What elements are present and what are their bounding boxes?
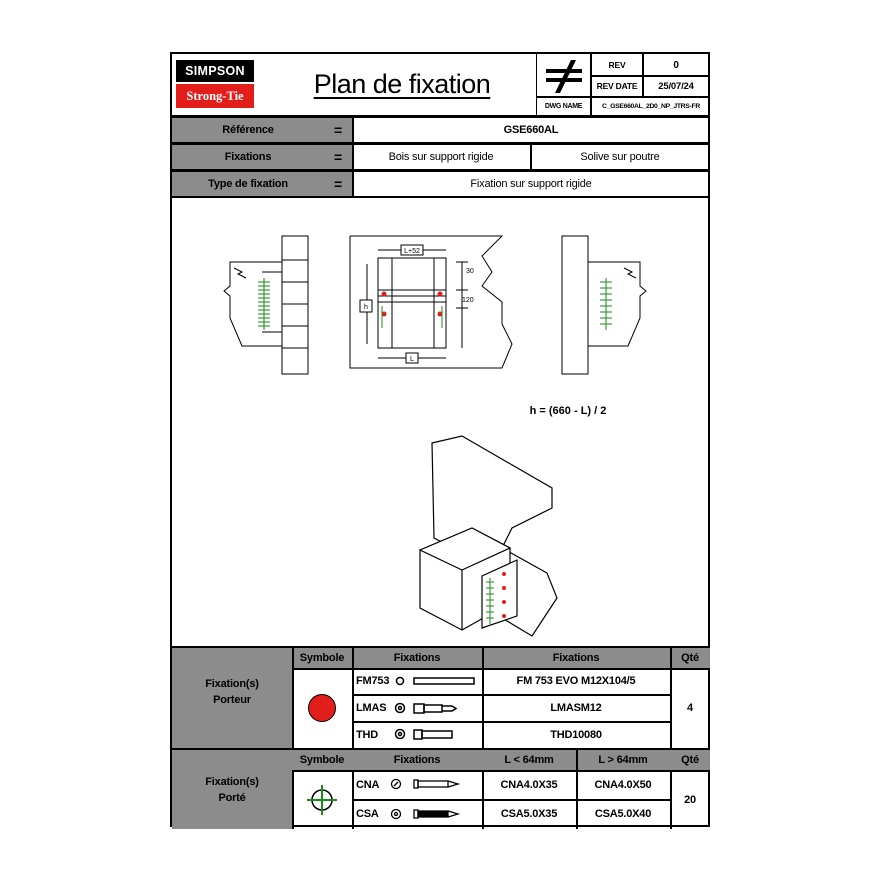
not-equal-icon bbox=[538, 56, 590, 96]
porteur-label-cell bbox=[172, 648, 292, 748]
drawing-sheet: SIMPSON Strong-Tie Plan de fixation REV … bbox=[170, 52, 710, 829]
dwg-name-label: DWG NAME bbox=[544, 102, 583, 110]
technical-drawing: L+52 30 120 h L h = (660 - L) / 2 bbox=[223, 235, 647, 637]
porteur-qty: 4 bbox=[687, 702, 693, 714]
porte-label-cell bbox=[172, 750, 292, 829]
rev-label: REV bbox=[608, 60, 626, 70]
title-block bbox=[536, 54, 710, 115]
porte-col-small: L < 64mm bbox=[482, 750, 576, 770]
porteur-code-1: FM753 bbox=[356, 675, 390, 687]
type-value: Fixation sur support rigide bbox=[470, 178, 592, 190]
porte-small-2: CSA5.0X35 bbox=[500, 808, 558, 820]
porteur-label: Fixation(s) bbox=[205, 678, 259, 690]
type-equals: = bbox=[324, 172, 352, 196]
porteur-product-2: LMASM12 bbox=[550, 701, 602, 714]
porteur-code-3: THD bbox=[356, 728, 379, 741]
dim-top: L+52 bbox=[404, 248, 420, 255]
porte-col-fixations: Fixations bbox=[352, 750, 482, 770]
porteur-symbol-cell bbox=[292, 668, 352, 748]
porte-col-symbol: Symbole bbox=[292, 750, 352, 770]
dim-30: 30 bbox=[466, 268, 474, 275]
porteur-col-fixations: Fixations bbox=[352, 648, 482, 668]
porteur-symbol-icon bbox=[308, 694, 336, 722]
porteur-code-2: LMAS bbox=[356, 701, 387, 714]
porte-small-1: CNA4.0X35 bbox=[500, 778, 558, 791]
reference-value: GSE660AL bbox=[503, 124, 559, 136]
type-label: Type de fixation bbox=[172, 172, 324, 196]
rev-date-value: 25/07/24 bbox=[658, 80, 694, 92]
logo-strong-tie: Strong-Tie bbox=[176, 84, 254, 108]
crosshair-icon bbox=[307, 784, 337, 815]
dwg-name-value: C_GSE660AL_2D0_NP_JTRS-FR bbox=[602, 102, 700, 110]
porte-code-2: CSA bbox=[356, 808, 379, 820]
logo-simpson: SIMPSON bbox=[176, 60, 254, 82]
porteur-product-1: FM 753 EVO M12X104/5 bbox=[516, 675, 636, 687]
dim-h: h bbox=[364, 304, 368, 311]
porteur-product-3: THD10080 bbox=[550, 728, 602, 741]
porteur-col-qty: Qté bbox=[670, 648, 710, 668]
fixations-label: Fixations bbox=[172, 145, 324, 169]
page-title: Plan de fixation bbox=[313, 68, 491, 99]
dim-120: 120 bbox=[462, 297, 474, 304]
porteur-label-2: Porteur bbox=[213, 694, 251, 706]
porte-label: Fixation(s) bbox=[205, 776, 259, 788]
reference-label: Référence bbox=[172, 118, 324, 142]
porte-col-qty: Qté bbox=[670, 750, 710, 770]
porteur-col-symbol: Symbole bbox=[292, 648, 352, 668]
anchor-icons bbox=[394, 676, 475, 740]
porte-label-2: Porté bbox=[218, 792, 246, 804]
reference-equals: = bbox=[324, 118, 352, 142]
porte-col-large: L > 64mm bbox=[576, 750, 670, 770]
rev-date-label: REV DATE bbox=[596, 81, 638, 91]
screw-icons bbox=[390, 778, 461, 820]
formula: h = (660 - L) / 2 bbox=[530, 405, 607, 417]
rev-value: 0 bbox=[673, 59, 679, 71]
fixations-value-1: Bois sur support rigide bbox=[388, 151, 494, 163]
porte-large-2: CSA5.0X40 bbox=[594, 808, 652, 820]
dim-L: L bbox=[410, 356, 414, 363]
porte-code-1: CNA bbox=[356, 778, 380, 791]
porte-symbol-cell bbox=[292, 770, 352, 829]
fixations-equals: = bbox=[324, 145, 352, 169]
porte-qty: 20 bbox=[684, 793, 696, 806]
fixations-value-2: Solive sur poutre bbox=[580, 151, 660, 163]
porteur-col-fixations-2: Fixations bbox=[482, 648, 670, 668]
porte-large-1: CNA4.0X50 bbox=[594, 778, 652, 791]
